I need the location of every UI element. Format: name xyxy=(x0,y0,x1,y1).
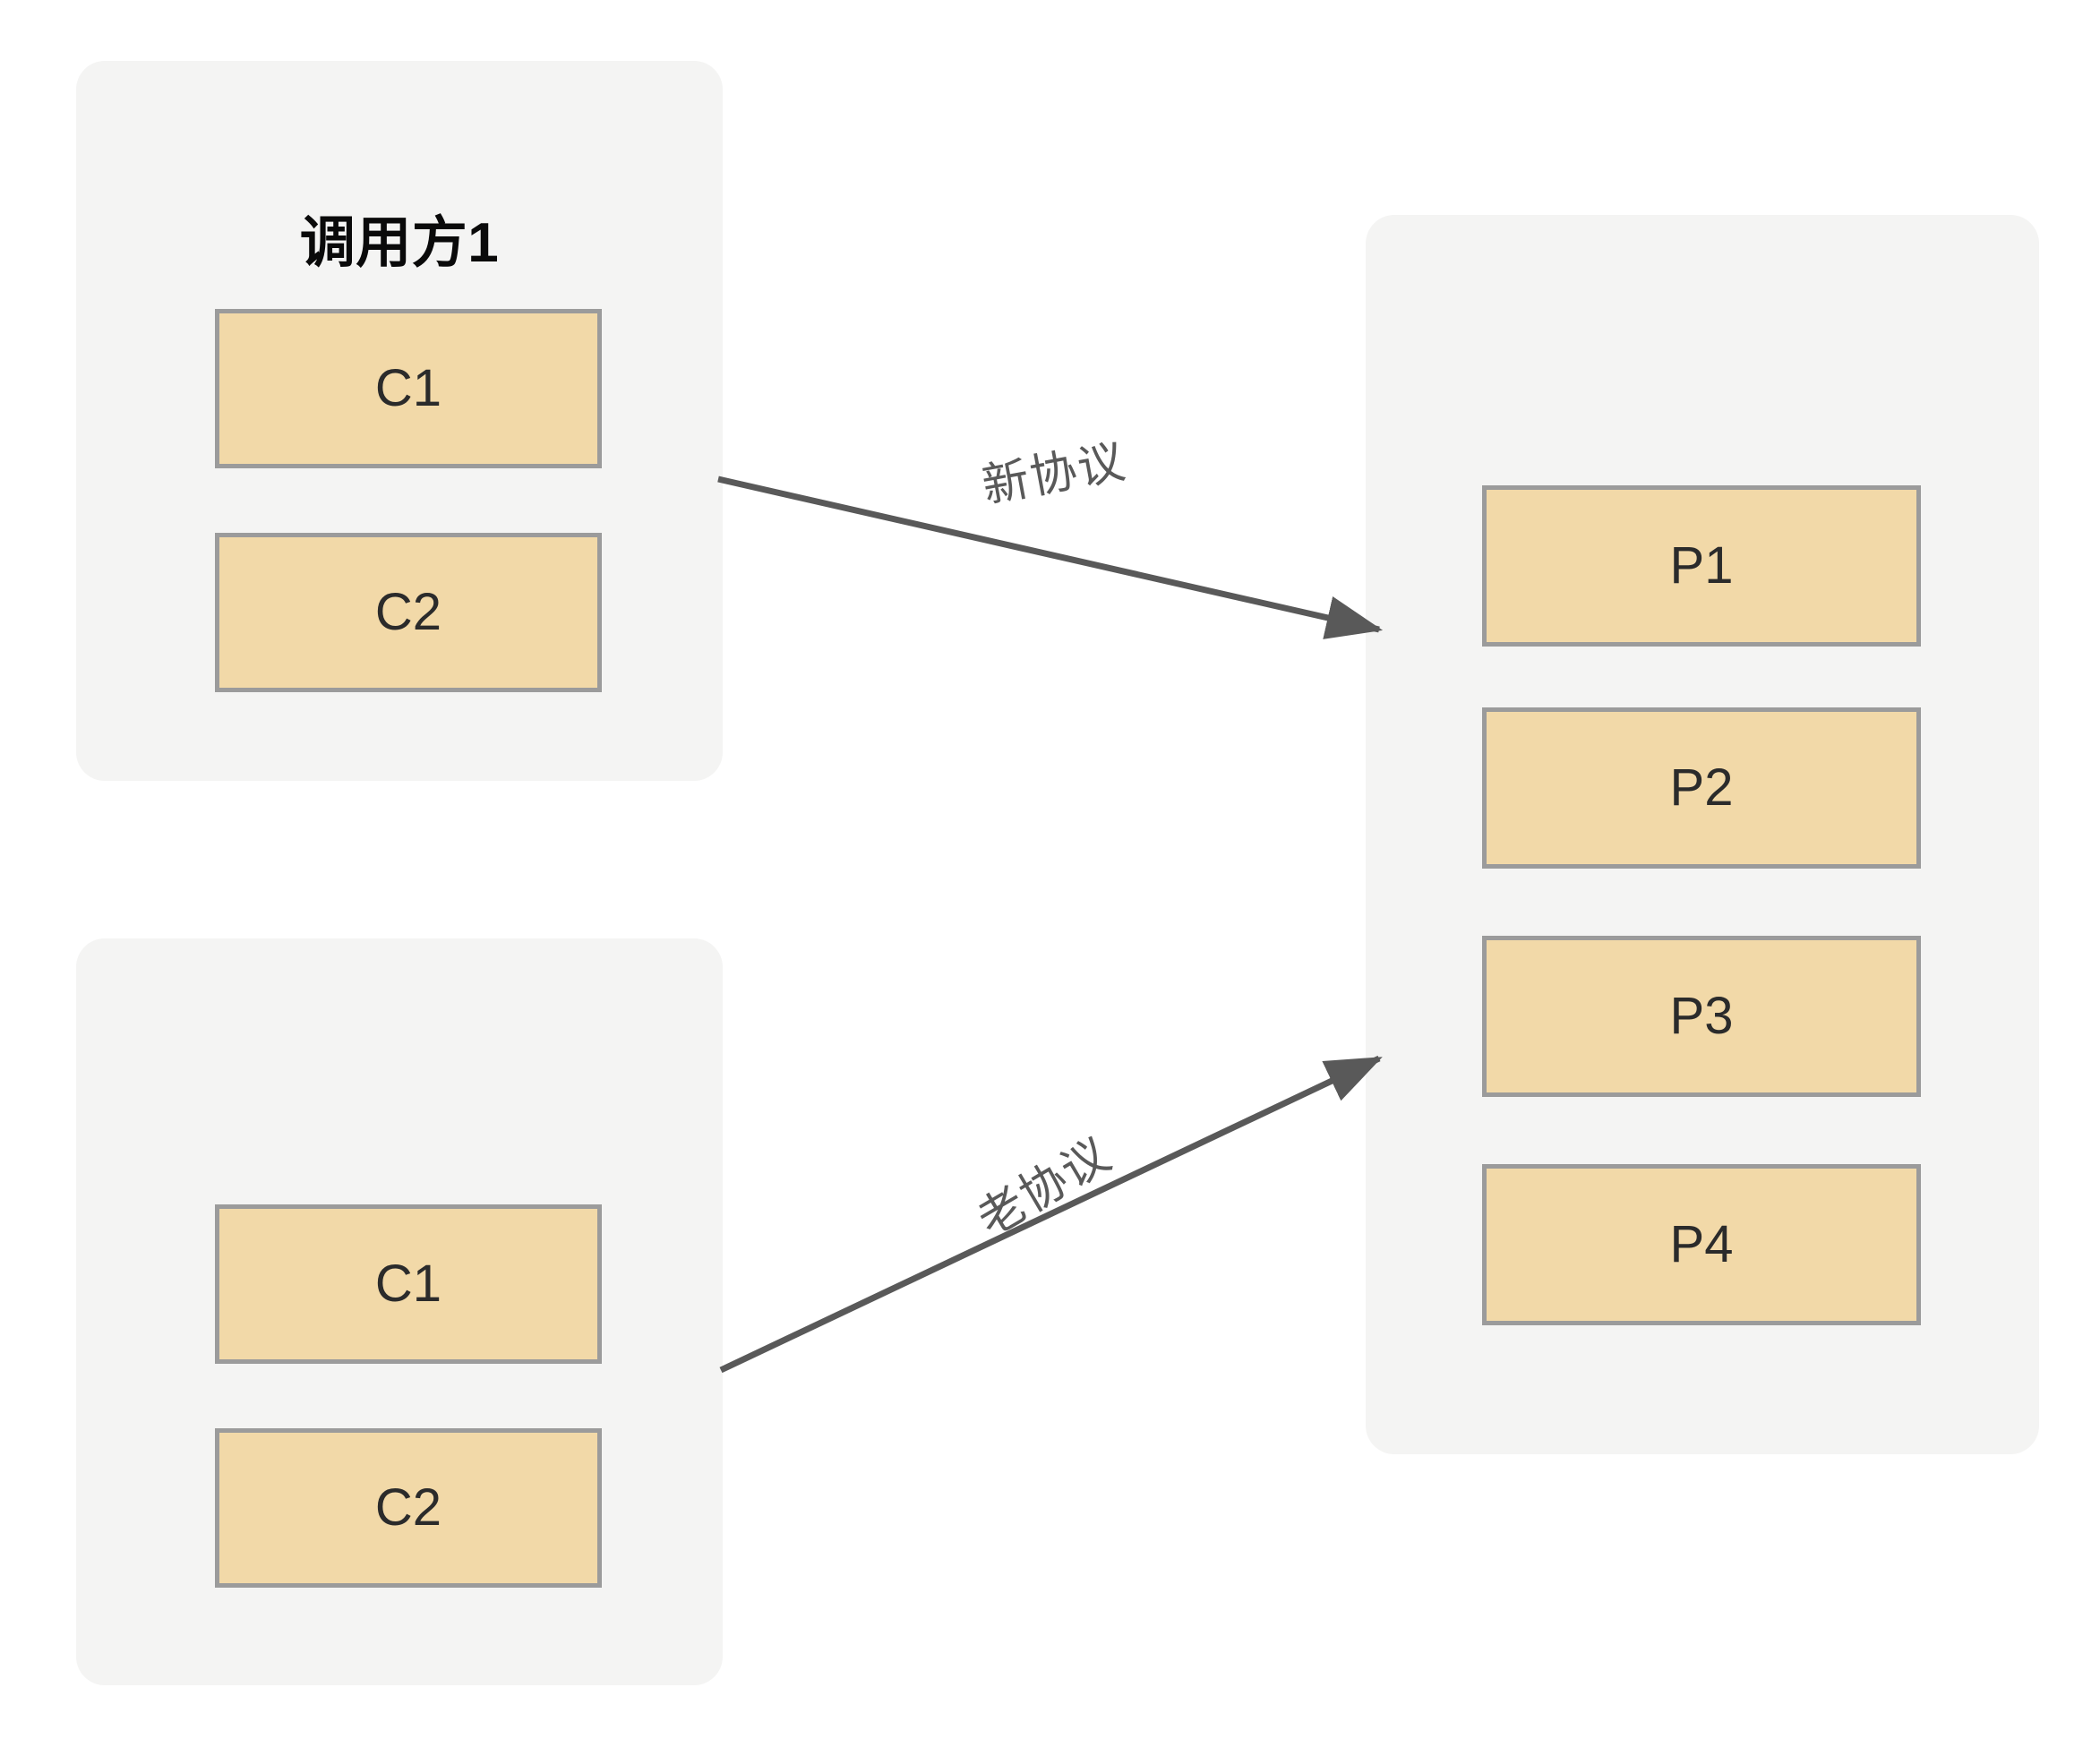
caller-2-service-box-c2-label: C2 xyxy=(374,1478,442,1537)
group-caller-1-title: 调用方1 xyxy=(299,212,500,274)
provider-service-box-p2[interactable]: P2 xyxy=(1482,707,1921,869)
provider-service-box-p1[interactable]: P1 xyxy=(1482,485,1921,647)
caller-1-service-box-c2-label: C2 xyxy=(374,583,442,641)
caller-2-service-box-c1[interactable]: C1 xyxy=(215,1204,602,1364)
caller-1-service-box-c1-label: C1 xyxy=(374,359,442,417)
provider-service-box-p4[interactable]: P4 xyxy=(1482,1164,1921,1325)
edge-label-old-protocol: 老协议 xyxy=(969,1127,1121,1247)
edge-label-new-protocol: 新协议 xyxy=(978,435,1131,513)
provider-service-box-p3-label: P3 xyxy=(1669,987,1734,1045)
provider-service-box-p3[interactable]: P3 xyxy=(1482,936,1921,1097)
caller-2-service-box-c2[interactable]: C2 xyxy=(215,1428,602,1588)
caller-1-service-box-c1[interactable]: C1 xyxy=(215,309,602,468)
caller-2-service-box-c1-label: C1 xyxy=(374,1255,442,1313)
provider-service-box-p1-label: P1 xyxy=(1669,536,1734,595)
caller-1-service-box-c2[interactable]: C2 xyxy=(215,533,602,692)
provider-service-box-p4-label: P4 xyxy=(1669,1215,1734,1273)
provider-service-box-p2-label: P2 xyxy=(1669,758,1734,817)
